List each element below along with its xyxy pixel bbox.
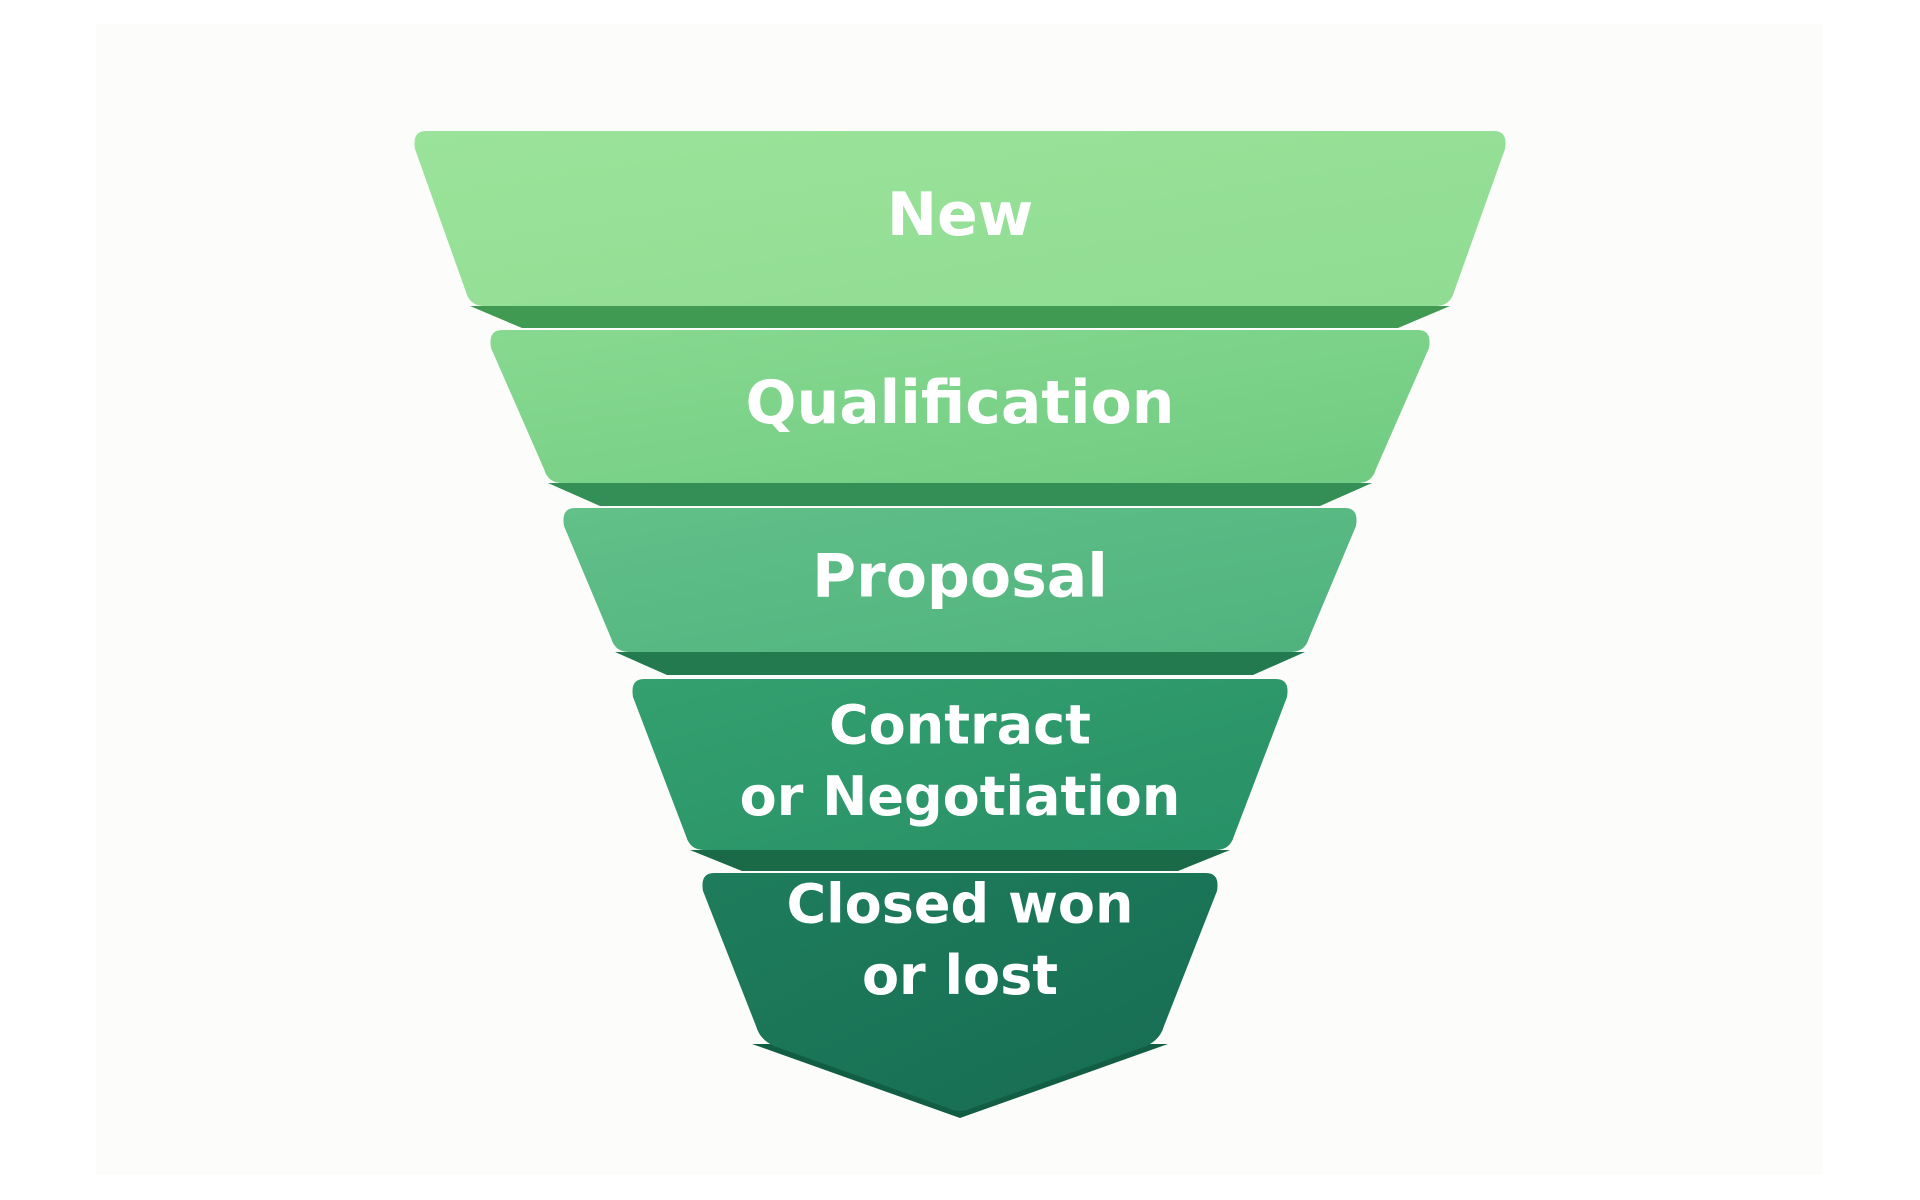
funnel-stage: Qualification <box>490 330 1430 506</box>
funnel-stage-label: Closed won <box>787 873 1134 936</box>
funnel-stage: Closed won or lost <box>702 873 1218 1118</box>
funnel-stage-face <box>702 873 1218 1111</box>
funnel-stage-label: Qualification <box>745 368 1174 438</box>
funnel-stage-label: or Negotiation <box>740 765 1181 828</box>
funnel-stage: Contract or Negotiation <box>632 679 1288 871</box>
funnel-stage-face <box>563 508 1357 652</box>
funnel-stage-label: or lost <box>862 944 1058 1007</box>
funnel-stage-face <box>490 330 1430 483</box>
funnel-stage-depth-band <box>690 850 1230 871</box>
funnel-stage-label: Contract <box>829 694 1091 757</box>
funnel-stage-depth-band <box>615 652 1305 675</box>
funnel-stage-depth-band <box>548 483 1372 506</box>
funnel-stage-face <box>632 679 1288 850</box>
funnel-stage-label: New <box>887 180 1033 250</box>
funnel-stage: New <box>414 131 1506 328</box>
funnel-stage-depth-band <box>470 306 1450 328</box>
funnel-stage-face <box>414 131 1506 306</box>
funnel-stage: Proposal <box>563 508 1357 675</box>
funnel-stage-label: Proposal <box>812 542 1108 612</box>
